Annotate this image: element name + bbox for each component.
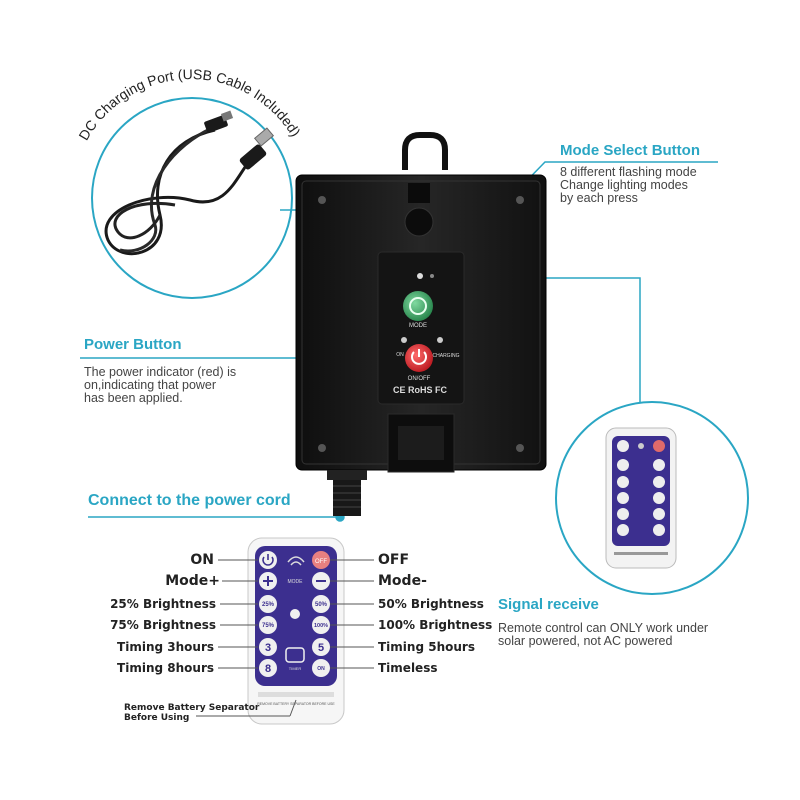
- remote-label-timing8: Timing 8hours: [117, 661, 214, 675]
- controller-box: [295, 132, 547, 516]
- device-cert: CE RoHS FC: [393, 385, 448, 395]
- signal-title: Signal receive: [498, 596, 599, 613]
- remote-btn-3: 3: [265, 642, 271, 654]
- mode-select-line: Change lighting modes: [560, 178, 688, 192]
- remote-btn-on: ON: [317, 666, 325, 672]
- remote-label-75: 75% Brightness: [110, 618, 216, 632]
- remote-mode-text: MODE: [288, 579, 304, 585]
- remote-off-button-text: OFF: [315, 559, 327, 565]
- remote-btn-50: 50%: [315, 602, 328, 608]
- power-cord-title: Connect to the power cord: [88, 492, 291, 509]
- remote-label-timeless: Timeless: [378, 661, 438, 675]
- battery-note: Remove Battery Separator Before Using: [124, 703, 259, 723]
- small-remote-icon: [605, 427, 677, 569]
- usb-cable-icon: [104, 110, 275, 256]
- remote-label-timing3: Timing 3hours: [117, 640, 214, 654]
- mode-select-line: by each press: [560, 191, 638, 205]
- mode-select-title: Mode Select Button: [560, 142, 701, 159]
- remote-timer-text: TIMER: [289, 666, 302, 671]
- remote-btn-100: 100%: [314, 623, 328, 629]
- signal-desc: Remote control can ONLY work under solar…: [498, 622, 708, 648]
- remote-separator-text: REMOVE BATTERY SEPARATOR BEFORE USE: [257, 702, 335, 706]
- device-onoff-label: ON/OFF: [408, 376, 431, 382]
- remote-btn-5: 5: [318, 642, 324, 654]
- remote-label-on: ON: [190, 552, 214, 568]
- battery-note-line: Before Using: [124, 713, 190, 723]
- remote-label-mode-plus: Mode+: [165, 573, 220, 589]
- power-button-title: Power Button: [84, 336, 182, 353]
- remote-btn-25: 25%: [262, 602, 275, 608]
- device-charging-label: CHARGING: [433, 353, 460, 359]
- remote-label-timing5: Timing 5hours: [378, 640, 475, 654]
- signal-line: solar powered, not AC powered: [498, 634, 673, 648]
- remote-label-off: OFF: [378, 552, 410, 568]
- usb-cable-circle: [91, 97, 293, 299]
- remote-label-25: 25% Brightness: [110, 597, 216, 611]
- battery-note-line: Remove Battery Separator: [124, 703, 260, 713]
- mode-select-line: 8 different flashing mode: [560, 165, 697, 179]
- remote-label-mode-minus: Mode-: [378, 573, 427, 589]
- remote-control: [196, 537, 374, 725]
- remote-label-50: 50% Brightness: [378, 597, 484, 611]
- power-button-desc: The power indicator (red) is on,indicati…: [84, 366, 236, 405]
- power-button-line: The power indicator (red) is: [84, 365, 237, 379]
- device-on-label: ON: [396, 352, 404, 358]
- remote-btn-75: 75%: [262, 623, 275, 629]
- signal-line: Remote control can ONLY work under: [498, 621, 709, 635]
- mode-select-desc: 8 different flashing mode Change lightin…: [560, 166, 697, 205]
- power-button-line: on,indicating that power: [84, 378, 217, 392]
- remote-label-100: 100% Brightness: [378, 618, 493, 632]
- remote-btn-8: 8: [265, 663, 271, 675]
- device-mode-label: MODE: [409, 323, 427, 329]
- power-button-line: has been applied.: [84, 391, 183, 405]
